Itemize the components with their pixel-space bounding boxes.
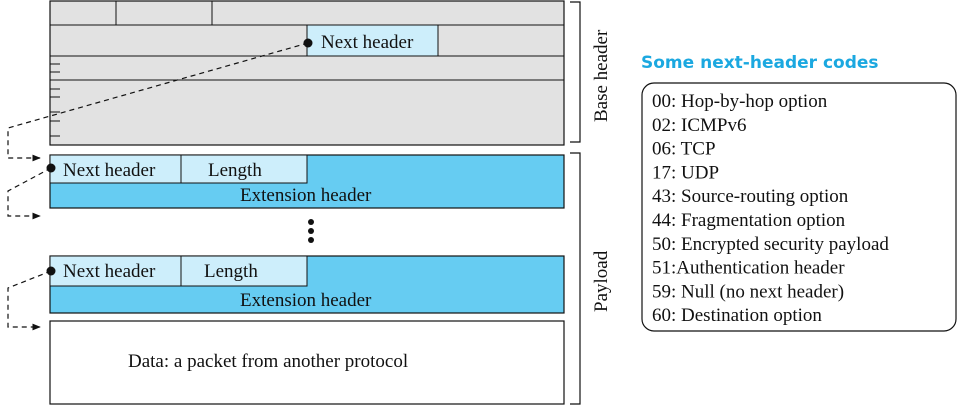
ext-body-label: Extension header — [240, 290, 372, 311]
ext2-to-data-connector — [7, 270, 52, 331]
data-block-label: Data: a packet from another protocol — [128, 351, 408, 372]
ellipsis-dot — [308, 237, 314, 243]
ellipsis-dot — [308, 228, 314, 234]
code-item: 02: ICMPv6 — [652, 115, 747, 136]
brace-line — [570, 1, 581, 143]
code-item: 17: UDP — [652, 162, 719, 183]
codes-panel-box — [641, 82, 957, 332]
code-item: 51:Authentication header — [652, 258, 845, 279]
base-header-brace: Base header — [570, 1, 612, 143]
ellipsis-dot — [308, 219, 314, 225]
base-next-header-field — [306, 24, 439, 57]
base-header-background — [49, 0, 565, 146]
code-item: 59: Null (no next header) — [652, 281, 844, 302]
ext-length-label: Length — [204, 261, 258, 282]
base-next-header-label: Next header — [321, 32, 414, 53]
ext-next-header-label: Next header — [63, 160, 156, 181]
ext-next-header-field — [49, 255, 182, 287]
next-header-codes-panel: Some next-header codes 00: Hop-by-hop op… — [641, 53, 957, 332]
ext-length-field — [180, 255, 308, 287]
code-item: 00: Hop-by-hop option — [652, 91, 828, 112]
ext-body-label: Extension header — [240, 185, 372, 206]
ext-next-header-label: Next header — [63, 261, 156, 282]
data-block: Data: a packet from another protocol — [49, 320, 565, 405]
data-block-background — [49, 320, 565, 405]
ext-next-header-field — [49, 154, 182, 184]
code-item: 06: TCP — [652, 139, 716, 160]
payload-brace: Payload — [570, 152, 612, 405]
payload-brace-label: Payload — [591, 250, 612, 312]
ext-length-label: Length — [208, 160, 262, 181]
code-item: 43: Source-routing option — [652, 186, 849, 207]
codes-list: 00: Hop-by-hop option 02: ICMPv6 06: TCP17… — [652, 91, 889, 326]
brace-line — [570, 152, 581, 405]
base-header-brace-label: Base header — [591, 29, 612, 122]
extension-header-block: Next header Length Extension header — [46, 255, 565, 314]
pointer-connectors — [7, 42, 309, 331]
base-to-ext1-connector — [7, 42, 309, 162]
code-item: 44: Fragmentation option — [652, 210, 846, 231]
ext1-to-next-connector — [7, 167, 52, 220]
code-item: 50: Encrypted security payload — [652, 234, 889, 255]
code-item: 60: Destination option — [652, 305, 822, 326]
ext-length-field — [180, 154, 308, 184]
base-header-block: Next header — [49, 0, 565, 146]
ellipsis-dots — [308, 219, 314, 243]
codes-panel-title: Some next-header codes — [641, 53, 879, 73]
extension-header-block: Next header Length Extension header — [46, 154, 565, 209]
